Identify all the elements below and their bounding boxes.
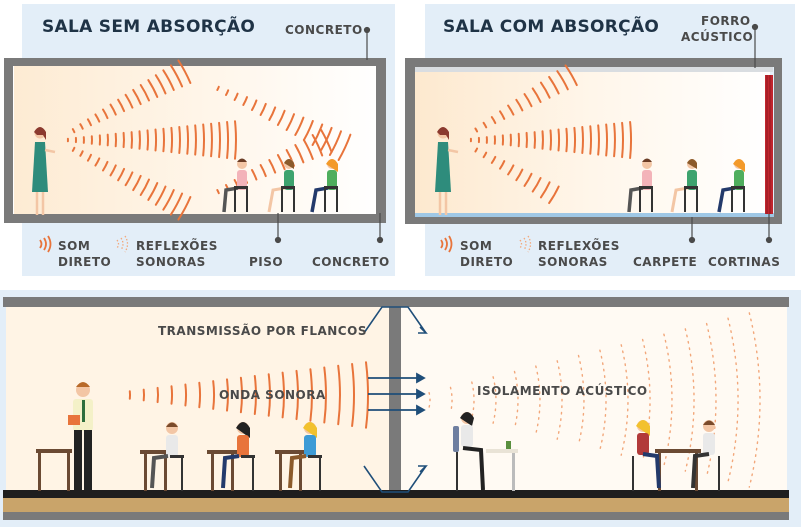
legend-direct-icon: [39, 235, 453, 253]
isolation-room: [3, 297, 789, 520]
floor-slab-right: [405, 216, 782, 224]
legend-direct-line2-right: DIRETO: [460, 255, 514, 269]
carpet: [415, 213, 774, 217]
floor-bottom: [3, 512, 789, 520]
sound-waves-bottom-right: [428, 312, 761, 488]
floor-top: [3, 490, 789, 498]
legend-direct-line1-right: SOM: [460, 239, 493, 253]
label-concrete-bottom: CONCRETO: [312, 255, 390, 269]
ceiling-slab: [3, 297, 789, 307]
teacher-right: [435, 127, 459, 215]
sound-waves-with-absorption: [469, 64, 633, 205]
concrete-right-wall: [376, 58, 386, 222]
legend-reflect-line1: REFLEXÕES: [136, 239, 218, 253]
teacher-left: [32, 127, 56, 215]
acoustic-ceiling: [415, 67, 773, 72]
label-ceiling-line2: ACÚSTICO: [681, 30, 754, 44]
label-carpet: CARPETE: [633, 255, 698, 269]
label-acoustic-isolation: ISOLAMENTO ACÚSTICO: [477, 384, 648, 398]
legend-reflect-line2: SONORAS: [136, 255, 206, 269]
desk-right-1: [486, 449, 518, 453]
concrete-ceiling-right: [405, 58, 782, 67]
flank-transmission-arrows: [363, 306, 428, 493]
partition-wall: [389, 306, 401, 492]
label-concrete-top: CONCRETO: [285, 23, 363, 37]
desks-left: [36, 449, 305, 491]
wall-left-right-room: [405, 58, 415, 224]
sound-waves-bottom-left: [128, 361, 369, 429]
room-with-absorption: [405, 58, 782, 224]
legend-direct-line1: SOM: [58, 239, 91, 253]
curtain: [765, 75, 773, 214]
label-curtains: CORTINAS: [708, 255, 781, 269]
wave-arrows: [368, 372, 426, 416]
legend-reflect-line2-right: SONORAS: [538, 255, 608, 269]
students-bottom-right: [453, 412, 720, 491]
label-sound-wave: ONDA SONORA: [219, 388, 326, 402]
title-with-absorption: SALA COM ABSORÇÃO: [443, 17, 660, 37]
leader-lines-top: [274, 23, 773, 244]
label-flank-transmission: TRANSMISSÃO POR FLANCOS: [158, 324, 367, 338]
floor-wood: [3, 498, 789, 512]
desk-right-2: [655, 449, 701, 453]
lecturer: [68, 382, 93, 490]
title-no-absorption: SALA SEM ABSORÇÃO: [42, 17, 256, 37]
wall-right-right-room: [774, 58, 782, 224]
legend-reflect-line1-right: REFLEXÕES: [538, 239, 620, 253]
legend-reflect-icon: [116, 235, 532, 253]
students-bottom-left: [150, 422, 322, 491]
students-left: [222, 158, 338, 213]
label-floor: PISO: [249, 255, 284, 269]
legend-direct-line2: DIRETO: [58, 255, 112, 269]
students-right: [627, 158, 745, 213]
label-ceiling-line1: FORRO: [701, 14, 751, 28]
floor-slab: [4, 214, 386, 223]
concrete-ceiling: [4, 58, 386, 66]
concrete-left-wall: [4, 58, 13, 222]
